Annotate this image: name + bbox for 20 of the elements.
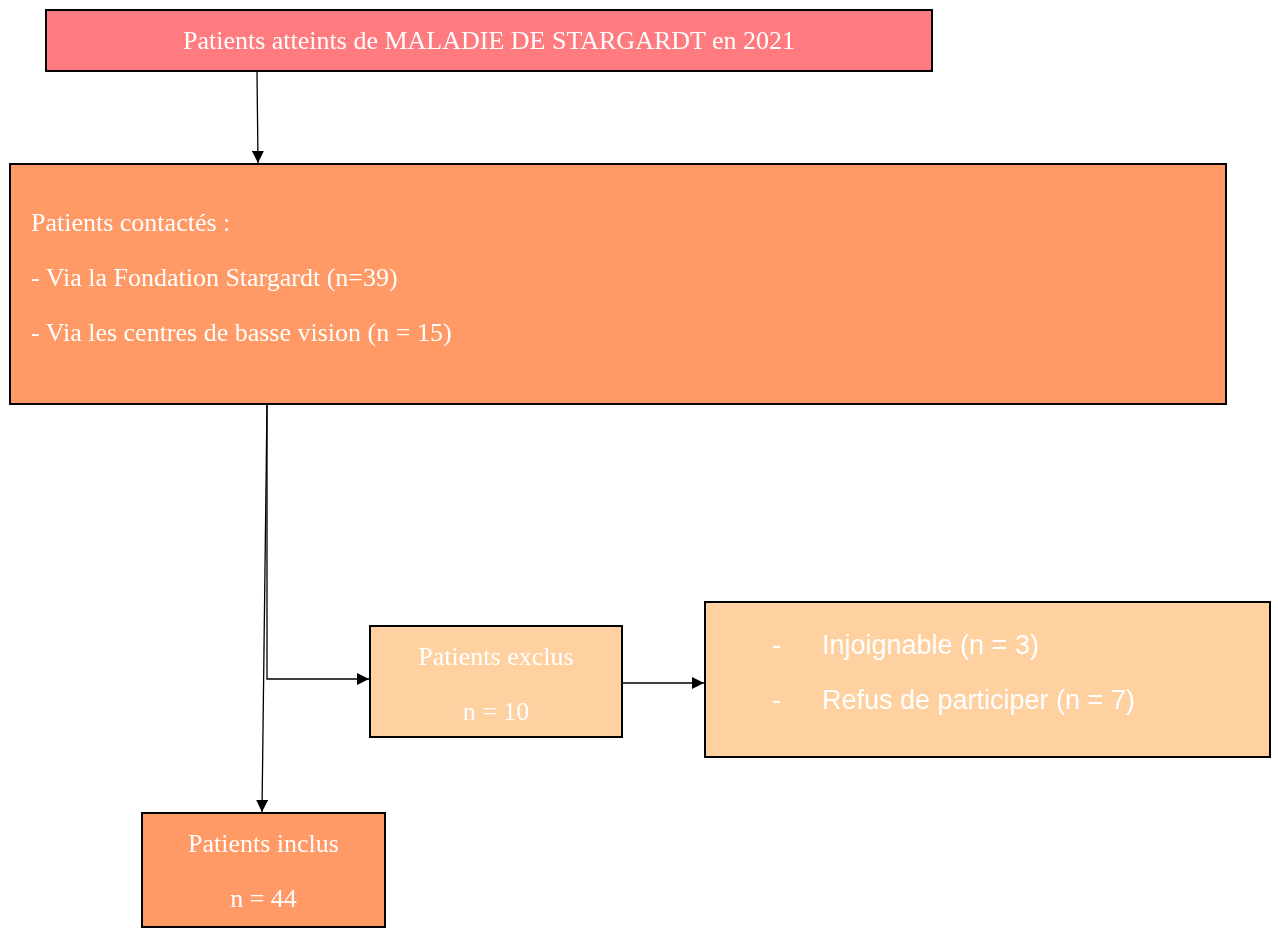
node-text: Patients inclus xyxy=(187,828,340,860)
node-text: Patients contactés : xyxy=(31,207,232,239)
node-text: Patients atteints de MALADIE DE STARGARDT en 2021 xyxy=(182,25,796,57)
process-box xyxy=(369,625,623,738)
process-box xyxy=(141,812,386,928)
process-box xyxy=(9,163,1227,405)
node-text: Refus de participer (n = 7) xyxy=(822,684,1135,717)
node-text: - Via les centres de basse vision (n = 15) xyxy=(31,317,453,349)
arrow xyxy=(622,677,705,689)
node-text: n = 10 xyxy=(461,696,531,728)
bullet-dash: - xyxy=(772,684,781,717)
node-text: - Via la Fondation Stargardt (n=39) xyxy=(31,262,399,294)
node-text: Patients exclus xyxy=(417,641,575,673)
arrow xyxy=(251,71,264,164)
arrow xyxy=(266,404,370,685)
bullet-dash: - xyxy=(772,629,781,662)
node-text: n = 44 xyxy=(229,883,298,915)
node-text: Injoignable (n = 3) xyxy=(822,629,1039,662)
process-box xyxy=(704,601,1271,758)
title-box xyxy=(45,9,933,72)
